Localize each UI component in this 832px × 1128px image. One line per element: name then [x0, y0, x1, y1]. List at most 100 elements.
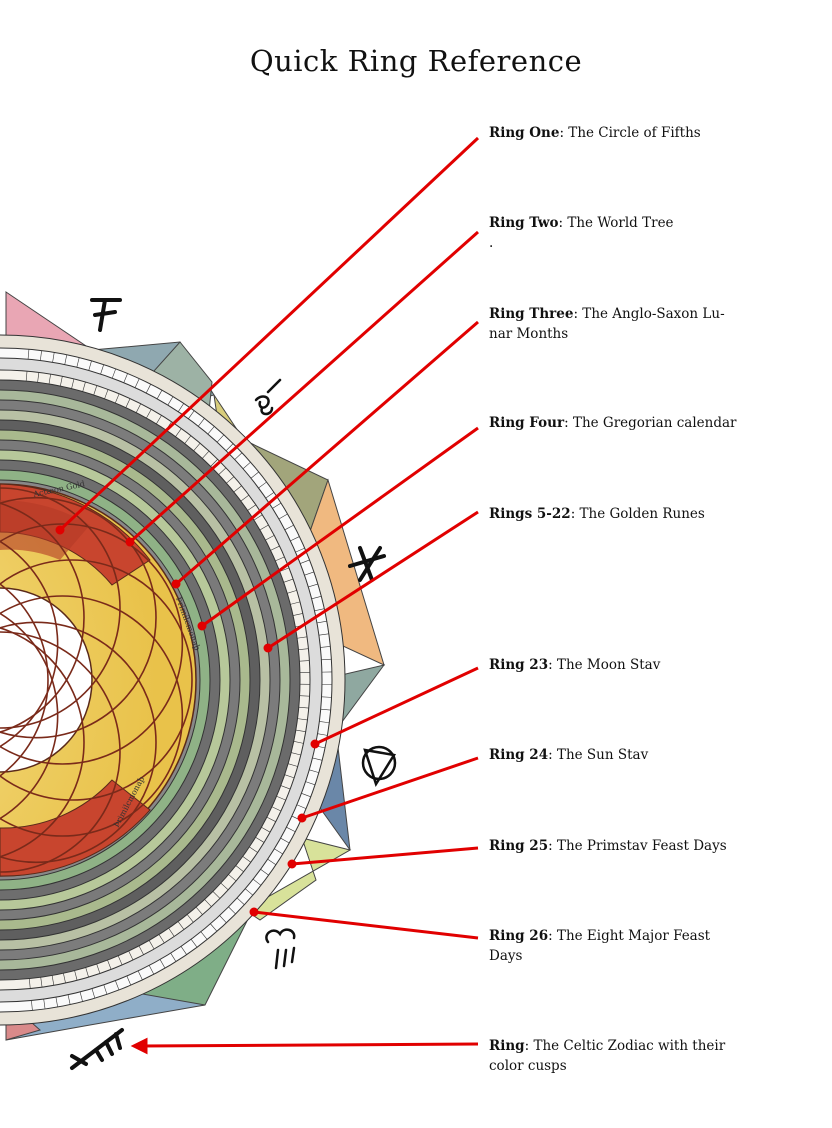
ring-tick: [195, 906, 203, 915]
ring-tick: [200, 931, 208, 940]
ring-tick: [259, 524, 269, 531]
label-ring-24-text: : The Sun Stav: [548, 747, 649, 763]
ring-tick: [134, 378, 140, 388]
label-ring-26-name: Ring 26: [489, 928, 549, 944]
ring-tick: [284, 524, 294, 531]
arrow-ring-23: [314, 666, 479, 746]
ring-tick: [145, 384, 151, 394]
label-ring-two-text: : The World Tree: [558, 215, 674, 231]
ring-tick: [156, 415, 162, 425]
ring-tick: [37, 372, 40, 383]
ring-tick: [43, 998, 46, 1009]
arrow-ring-three: [175, 320, 479, 586]
arrow-ring-four: [201, 426, 479, 628]
ring-tick: [250, 471, 259, 479]
ring-tick: [207, 426, 215, 435]
ring-tick: [74, 970, 78, 981]
ring-tick: [276, 795, 286, 801]
label-ring-26: Ring 26: The Eight Major Feast Days: [489, 926, 739, 966]
label-celtic-zodiac-name: Ring: [489, 1038, 525, 1054]
ring-tick: [212, 891, 221, 899]
ring-tick: [177, 403, 184, 412]
ring-tick: [290, 536, 300, 542]
ring-tick: [233, 485, 242, 493]
ring-tick: [305, 781, 316, 786]
ring-tick: [228, 874, 237, 882]
label-celtic-zodiac-text: : The Celtic Zodiac with their color cus…: [489, 1038, 726, 1074]
ring-tick: [128, 950, 134, 961]
ring-tick: [198, 418, 205, 427]
ring-tick: [287, 590, 297, 594]
ring-tick: [320, 646, 331, 648]
ring-tick: [148, 965, 155, 975]
ring-tick: [236, 897, 245, 905]
label-ring-three: Ring Three: The Anglo-Saxon Lu-nar Month…: [489, 304, 739, 344]
ring-tick: [159, 959, 166, 969]
arrow-ring-two: [129, 230, 479, 544]
ring-tick: [67, 994, 71, 1005]
ring-tick: [235, 865, 244, 872]
ring-tick: [274, 848, 283, 855]
ring-tick: [64, 354, 68, 365]
label-ring-two-name: Ring Two: [489, 215, 559, 231]
ring-tick: [71, 378, 75, 389]
circle-of-fifths: [0, 483, 197, 877]
ring-tick: [240, 494, 250, 502]
ring-tick: [288, 763, 298, 767]
ring-tick: [180, 946, 187, 955]
ring-tick: [115, 980, 120, 991]
triangle-circle-icon: [361, 745, 397, 787]
nyd-rune-icon: [348, 546, 386, 582]
label-ring-25-text: : The Primstav Feast Days: [548, 838, 727, 854]
ring-tick: [96, 963, 101, 974]
ring-tick: [28, 978, 31, 989]
label-ring-26-text: : The Eight Major Feast Days: [489, 928, 711, 964]
ring-tick: [148, 940, 155, 950]
ring-tick: [111, 368, 117, 379]
ring-tick: [91, 988, 96, 999]
ring-tick: [170, 952, 177, 962]
ring-tick: [60, 376, 63, 387]
ring-tick: [202, 450, 210, 459]
ring-tick: [156, 390, 163, 400]
ring-tick: [123, 373, 128, 383]
ring-tick: [253, 514, 263, 521]
ring-tick: [186, 914, 194, 923]
label-ring-23: Ring 23: The Moon Stav: [489, 655, 739, 675]
ring-tick: [266, 816, 276, 822]
ring-tick: [247, 504, 256, 511]
ring-tick: [51, 975, 55, 986]
interlace-circle: [0, 583, 49, 777]
ring-tick: [280, 837, 290, 844]
ring-tick: [316, 620, 327, 624]
ring-tick: [298, 648, 309, 650]
ring-tick: [275, 556, 285, 562]
ring-tick: [290, 601, 301, 605]
ring-tick: [48, 374, 51, 385]
ring-tick: [309, 769, 319, 773]
arrow-rings-5-22: [267, 510, 479, 650]
ring-tick: [321, 658, 332, 661]
ring-tick: [40, 977, 43, 988]
ring-tick: [220, 882, 229, 891]
wind-rain-icon: [265, 928, 296, 970]
label-ring-25: Ring 25: The Primstav Feast Days: [489, 836, 739, 856]
label-ring-four-text: : The Gregorian calendar: [564, 415, 737, 431]
ring-tick: [272, 502, 282, 509]
interlace-circle: [0, 631, 121, 873]
label-celtic-zodiac: Ring: The Celtic Zodiac with their color…: [489, 1036, 739, 1076]
label-ring-three-text: : The Anglo-Saxon Lu-nar Months: [489, 306, 725, 342]
ring-tick: [321, 696, 332, 698]
ring-tick: [82, 381, 86, 392]
ring-tick: [265, 535, 275, 541]
ring-tick: [261, 827, 271, 833]
label-ring-four: Ring Four: The Gregorian calendar: [489, 413, 739, 433]
label-ring-one: Ring One: The Circle of Fifths: [489, 123, 739, 143]
ring-tick: [138, 945, 144, 955]
ring-tick: [317, 733, 328, 736]
ring-tick: [291, 752, 301, 756]
swirl-rune-icon: [254, 378, 282, 416]
ring-tick: [184, 435, 192, 444]
ring-tick: [252, 878, 262, 886]
